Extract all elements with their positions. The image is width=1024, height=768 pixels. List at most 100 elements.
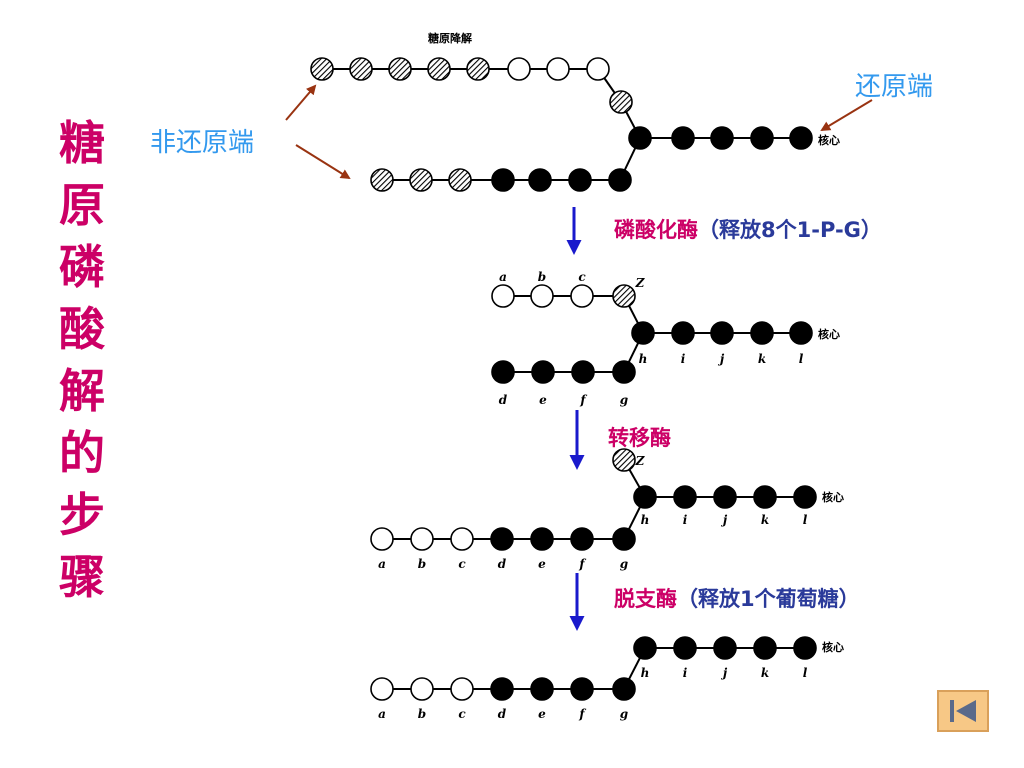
residue-letter: a [378, 707, 386, 721]
glucose-residue [491, 168, 515, 192]
title-char: 糖 [59, 116, 105, 170]
page-title: 糖 原 磷 酸 解 的 步 骤 [52, 112, 112, 608]
residue-letter: c [578, 270, 586, 284]
reducing-end-label: 还原端 [855, 72, 934, 102]
glucose-residue [631, 321, 655, 345]
residue-letter: i [683, 513, 688, 527]
glucose-residue [612, 360, 636, 384]
glucose-residue [673, 485, 697, 509]
glucose-residue-open [530, 284, 554, 308]
residue-letter: d [498, 707, 507, 721]
step-1-label: 磷酸化酶（释放8个1-P-G） [614, 214, 882, 244]
glucose-residue [528, 168, 552, 192]
residue-letter: i [681, 352, 686, 366]
glucose-residue-open [410, 677, 434, 701]
residue-letter: e [539, 393, 547, 407]
glucose-residue-open [507, 57, 531, 81]
non-reducing-end-label: 非还原端 [150, 128, 255, 158]
residue-letter: j [721, 513, 728, 527]
glucose-residue [490, 527, 514, 551]
residue-letter: f [579, 393, 587, 407]
residue-letter: j [718, 352, 725, 366]
glucose-residue [793, 485, 817, 509]
glucose-residue-hatched [612, 284, 636, 308]
residue-letter: a [378, 557, 386, 571]
residue-letter: c [458, 707, 466, 721]
title-char: 解 [59, 364, 105, 418]
core-label: 核心 [818, 328, 840, 341]
back-to-start-icon [950, 700, 976, 722]
step-1-enzyme: 磷酸化酶 [614, 218, 698, 242]
glucose-residue-hatched [466, 57, 490, 81]
glucose-residue [789, 321, 813, 345]
residue-letter: k [761, 666, 769, 680]
glucose-residue [713, 636, 737, 660]
title-char: 步 [59, 488, 105, 542]
residue-letter: d [498, 557, 507, 571]
glucose-residue-open [410, 527, 434, 551]
glucose-residue-open [370, 677, 394, 701]
residue-letter: k [758, 352, 766, 366]
glucose-residue [608, 168, 632, 192]
residue-letter: l [803, 513, 808, 527]
residue-letter: g [620, 393, 628, 407]
glucose-residue [673, 636, 697, 660]
glucose-residue [671, 126, 695, 150]
residue-letter: b [418, 707, 426, 721]
step-3-enzyme: 脱支酶 [614, 587, 677, 611]
step-2-enzyme: 转移酶 [608, 426, 671, 450]
back-to-start-button[interactable] [937, 690, 989, 732]
residue-letter: Z [635, 276, 646, 290]
residue-letter: Z [635, 454, 646, 468]
glucose-residue [491, 360, 515, 384]
glucose-residue [710, 126, 734, 150]
residue-letter: b [418, 557, 426, 571]
residue-letter: h [639, 352, 648, 366]
glucose-residue [570, 677, 594, 701]
step-2-label: 转移酶 [608, 422, 671, 452]
glucose-residue [568, 168, 592, 192]
title-char: 原 [59, 178, 105, 232]
pointer-arrow [295, 144, 351, 180]
glucose-residue-hatched [609, 90, 633, 114]
glucose-residue [531, 360, 555, 384]
glucose-residue [710, 321, 734, 345]
residue-letter: d [499, 393, 508, 407]
glucose-residue-open [370, 527, 394, 551]
title-char: 骤 [59, 550, 105, 604]
glucose-residue [750, 126, 774, 150]
step-3-note: （释放1个葡萄糖） [677, 587, 860, 611]
step-3-label: 脱支酶（释放1个葡萄糖） [614, 583, 860, 613]
core-label: 核心 [822, 491, 844, 504]
glucose-residue [628, 126, 652, 150]
residue-letter: a [499, 270, 507, 284]
glucose-residue [633, 636, 657, 660]
pointer-arrow [285, 84, 317, 121]
glucose-residue [789, 126, 813, 150]
glucose-residue [530, 677, 554, 701]
glucose-residue-hatched [427, 57, 451, 81]
residue-letter: c [458, 557, 466, 571]
core-label: 核心 [822, 641, 844, 654]
core-label: 核心 [818, 134, 840, 147]
residue-letter: g [620, 707, 628, 721]
glucose-residue [612, 527, 636, 551]
glucose-residue-open [450, 527, 474, 551]
glucose-residue-open [570, 284, 594, 308]
residue-letter: i [683, 666, 688, 680]
residue-letter: l [803, 666, 808, 680]
top-caption: 糖原降解 [428, 32, 472, 45]
glucose-residue [490, 677, 514, 701]
glucose-residue-hatched [409, 168, 433, 192]
glucose-residue-open [491, 284, 515, 308]
glucose-residue [530, 527, 554, 551]
glucose-residue-hatched [448, 168, 472, 192]
glucose-residue [633, 485, 657, 509]
residue-letter: l [799, 352, 804, 366]
pointer-arrow [820, 99, 873, 132]
glucose-residue [713, 485, 737, 509]
residue-letter: b [538, 270, 546, 284]
glucose-residue-open [586, 57, 610, 81]
glucose-residue [570, 527, 594, 551]
